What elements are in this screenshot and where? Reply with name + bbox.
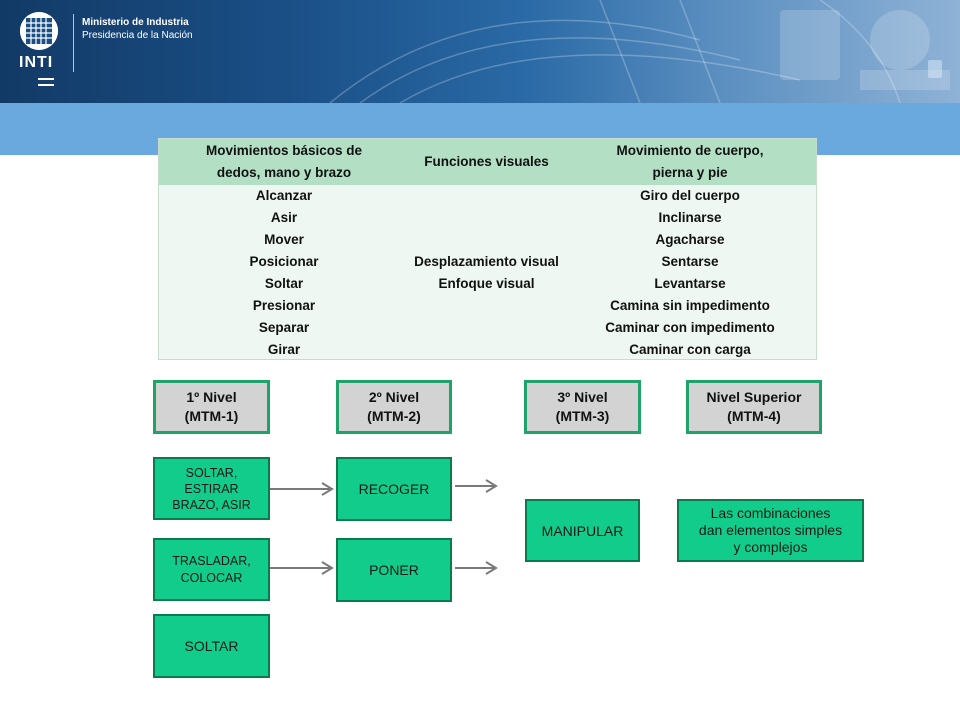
- table-cell: Levantarse: [654, 276, 726, 291]
- level-label: 2º Nivel: [368, 389, 420, 405]
- box-text: y complejos: [733, 539, 808, 555]
- table-cell: Separar: [258, 320, 310, 335]
- mtm3-manipulate-box: MANIPULAR: [525, 499, 640, 562]
- arrow-icon: [455, 561, 498, 575]
- header-text: Movimiento de cuerpo,: [616, 143, 764, 158]
- table-cell: Presionar: [252, 298, 316, 313]
- header-decoration: [329, 0, 950, 103]
- logo-divider: [73, 14, 74, 72]
- level-code: (MTM-1): [184, 408, 239, 424]
- table-cell: Soltar: [264, 276, 304, 291]
- header-text: dedos, mano y brazo: [216, 165, 352, 180]
- table-column-basic-movements: Alcanzar Asir Mover Posicionar Soltar Pr…: [159, 185, 409, 361]
- header-banner: INTI Ministerio de Industria Presidencia…: [0, 0, 960, 103]
- table-cell: Posicionar: [249, 254, 319, 269]
- table-header-cell: Movimientos básicos de dedos, mano y bra…: [159, 139, 409, 185]
- ministry-line-2: Presidencia de la Nación: [82, 30, 193, 41]
- level-code: (MTM-4): [727, 408, 781, 424]
- box-text: Las combinaciones: [710, 505, 831, 521]
- table-cell: Camina sin impedimento: [610, 298, 770, 313]
- mtm1-move-position-box: TRASLADAR, COLOCAR: [153, 538, 270, 601]
- table-cell: Inclinarse: [658, 210, 722, 225]
- table-cell: Mover: [264, 232, 304, 247]
- arrow-icon: [270, 561, 334, 575]
- inti-logo-text: INTI: [19, 54, 54, 71]
- arrow-icon: [270, 482, 334, 496]
- mtm1-release-box: SOLTAR: [153, 614, 270, 678]
- level-code: (MTM-3): [555, 408, 610, 424]
- movements-table: Movimientos básicos de dedos, mano y bra…: [158, 138, 817, 360]
- table-cell: Sentarse: [661, 254, 719, 269]
- level-label: 3º Nivel: [557, 389, 608, 405]
- mtm1-release-reach-grasp-box: SOLTAR, ESTIRAR BRAZO, ASIR: [153, 457, 270, 520]
- table-cell: Enfoque visual: [438, 275, 535, 291]
- table-cell: Caminar con carga: [629, 342, 751, 357]
- table-header-cell: Funciones visuales: [409, 139, 564, 185]
- mtm4-combinations-box: Las combinaciones dan elementos simples …: [677, 499, 864, 562]
- box-text: SOLTAR,: [185, 465, 238, 480]
- box-text: dan elementos simples: [698, 522, 843, 538]
- arrow-icon: [455, 479, 498, 493]
- table-cell: Alcanzar: [255, 188, 313, 203]
- level-2-box: 2º Nivel (MTM-2): [336, 380, 452, 434]
- level-3-box: 3º Nivel (MTM-3): [524, 380, 641, 434]
- table-cell: Desplazamiento visual: [414, 253, 559, 269]
- table-cell: Caminar con impedimento: [605, 320, 775, 335]
- header-text: pierna y pie: [652, 165, 728, 180]
- box-text: RECOGER: [358, 481, 430, 497]
- table-cell: Agacharse: [655, 232, 725, 247]
- box-text: MANIPULAR: [541, 522, 624, 539]
- level-1-box: 1º Nivel (MTM-1): [153, 380, 270, 434]
- table-cell: Asir: [270, 210, 298, 225]
- level-label: Nivel Superior: [706, 389, 802, 405]
- header-text: Movimientos básicos de: [205, 143, 363, 158]
- mtm2-pick-up-box: RECOGER: [336, 457, 452, 521]
- inti-logo-emblem: [20, 12, 58, 50]
- table-cell: Girar: [267, 342, 301, 357]
- box-text: COLOCAR: [180, 570, 243, 585]
- table-cell: Giro del cuerpo: [640, 188, 740, 203]
- box-text: BRAZO, ASIR: [172, 497, 251, 512]
- table-column-body-movements: Giro del cuerpo Inclinarse Agacharse Sen…: [564, 185, 816, 361]
- box-text: TRASLADAR,: [172, 553, 251, 568]
- logo-bar: [38, 84, 54, 86]
- level-top-box: Nivel Superior (MTM-4): [686, 380, 822, 434]
- logo-bar: [38, 78, 54, 80]
- box-text: ESTIRAR: [184, 481, 239, 496]
- level-code: (MTM-2): [367, 408, 421, 424]
- ministry-name: Ministerio de Industria Presidencia de l…: [82, 16, 193, 42]
- table-header-cell: Movimiento de cuerpo, pierna y pie: [564, 139, 816, 185]
- table-column-visual-functions: Desplazamiento visual Enfoque visual: [409, 185, 564, 360]
- header-text: Funciones visuales: [424, 154, 549, 169]
- box-text: SOLTAR: [184, 638, 239, 654]
- ministry-line-1: Ministerio de Industria: [82, 17, 189, 28]
- box-text: PONER: [369, 562, 419, 578]
- mtm2-put-box: PONER: [336, 538, 452, 602]
- table-header-row: Movimientos básicos de dedos, mano y bra…: [159, 139, 816, 185]
- level-label: 1º Nivel: [186, 389, 237, 405]
